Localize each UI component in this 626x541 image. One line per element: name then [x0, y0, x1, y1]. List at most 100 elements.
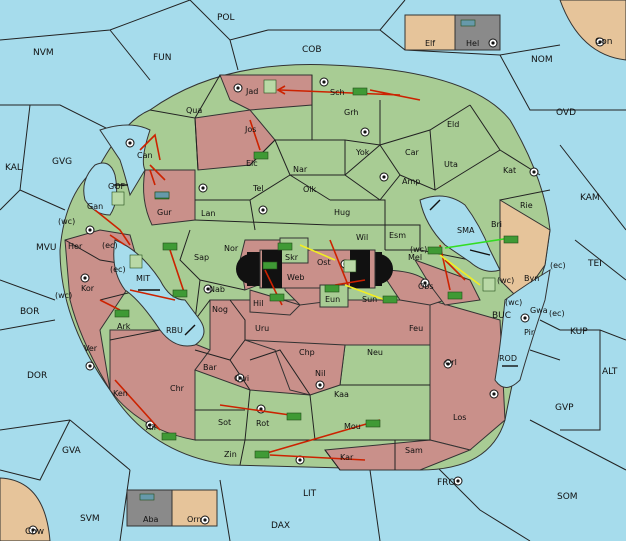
- label-amp: Amp: [402, 177, 420, 186]
- label-web: Web: [287, 273, 304, 282]
- label-mvu: MVU: [36, 243, 57, 253]
- label-sma: SMA: [457, 226, 475, 235]
- sea-buc[interactable]: [494, 269, 551, 388]
- label-ver: Ver: [84, 344, 98, 353]
- label-ken: Ken: [113, 389, 128, 398]
- label-ovd: OVD: [556, 108, 576, 118]
- label-mou: Mou: [344, 422, 361, 431]
- label-uru: Uru: [255, 324, 269, 333]
- label-eld: Eld: [447, 120, 459, 129]
- label-zin: Zin: [224, 450, 237, 459]
- label-nar: Nar: [293, 165, 308, 174]
- label-aba: Aba: [143, 515, 159, 524]
- label-hug: Hug: [334, 208, 350, 217]
- label-nor: Nor: [224, 244, 239, 253]
- label-rbu: RBU: [166, 326, 183, 335]
- label-hil: Hil: [253, 299, 263, 308]
- label-kat: Kat: [503, 166, 516, 175]
- label-byn-wc: (wc): [497, 276, 514, 285]
- label-svm: SVM: [80, 514, 100, 524]
- label-gwa: Gwa: [530, 306, 548, 315]
- label-kam: KAM: [580, 193, 600, 203]
- label-gof: GOF: [108, 182, 125, 191]
- label-ark: Ark: [117, 322, 131, 331]
- label-pol: POL: [217, 13, 235, 23]
- label-gur: Gur: [157, 208, 172, 217]
- label-nom: NOM: [531, 55, 553, 65]
- label-pir: Pir: [524, 328, 535, 337]
- label-jos: Jos: [244, 125, 256, 134]
- label-fun: FUN: [153, 53, 172, 63]
- label-jad: Jad: [245, 87, 258, 96]
- label-her: Her: [68, 242, 83, 251]
- label-her-ec: (ec): [102, 241, 118, 250]
- label-lit: LIT: [303, 489, 317, 499]
- label-bar: Bar: [203, 363, 217, 372]
- label-con: Con: [595, 37, 613, 47]
- label-rod: ROD: [499, 354, 517, 363]
- label-kar: Kar: [340, 453, 354, 462]
- label-gvg: GVG: [52, 157, 72, 167]
- label-elc: Elc: [246, 159, 258, 168]
- label-car: Car: [405, 148, 419, 157]
- region-elf[interactable]: [404, 14, 456, 51]
- label-gwa-ec: (ec): [549, 309, 565, 318]
- label-elf: Elf: [425, 39, 435, 48]
- label-kor-ec: (ec): [110, 265, 126, 274]
- label-gvp: GVP: [555, 403, 574, 413]
- label-kor: Kor: [81, 284, 95, 293]
- label-can: Can: [137, 151, 153, 160]
- label-gwa-wc: (wc): [505, 298, 522, 307]
- label-esm: Esm: [389, 231, 406, 240]
- label-kaa: Kaa: [334, 390, 349, 399]
- units: [111, 19, 519, 501]
- label-tei: TEI: [587, 259, 602, 269]
- label-nab: Nab: [209, 285, 225, 294]
- label-skr: Skr: [285, 253, 299, 262]
- label-nil: Nil: [315, 369, 325, 378]
- label-kor-wc: (wc): [55, 291, 72, 300]
- label-nvm: NVM: [33, 48, 54, 58]
- label-dor: DOR: [27, 371, 47, 381]
- label-nog: Nog: [212, 305, 228, 314]
- label-dax: DAX: [271, 521, 290, 531]
- label-lan: Lan: [201, 209, 215, 218]
- orders: [94, 85, 518, 461]
- label-mit: MIT: [136, 274, 150, 283]
- label-wil: Wil: [356, 233, 368, 242]
- label-ail: Ail: [146, 423, 156, 432]
- label-yok: Yok: [355, 148, 370, 157]
- label-mel-wc: (wc): [410, 245, 427, 254]
- province-borders: [64, 74, 551, 471]
- sea-gof[interactable]: [83, 162, 118, 216]
- label-cob: COB: [302, 45, 322, 55]
- label-kup: KUP: [570, 327, 588, 337]
- label-cow: Cow: [25, 527, 44, 537]
- label-rot: Rot: [256, 419, 269, 428]
- label-sun: Sun: [362, 295, 377, 304]
- label-olk: Olk: [303, 185, 317, 194]
- label-qwi: Qwi: [234, 374, 249, 383]
- label-som: SOM: [557, 492, 578, 502]
- label-chr: Chr: [170, 384, 185, 393]
- label-orl: Orl: [445, 358, 457, 367]
- region-labels: POL COB NVM FUN NOM OVD Con Elf Hel KAL …: [5, 13, 618, 537]
- label-orn: Orn: [187, 515, 202, 524]
- label-byn-ec: (ec): [550, 261, 566, 270]
- label-bor: BOR: [20, 307, 39, 317]
- label-ost: Ost: [317, 258, 331, 267]
- label-chp: Chp: [299, 348, 315, 357]
- label-los: Los: [453, 413, 466, 422]
- label-gva: GVA: [62, 446, 82, 456]
- label-gan-wc: (wc): [58, 217, 75, 226]
- label-obs: Obs: [418, 282, 434, 291]
- label-sch: Sch: [330, 88, 345, 97]
- label-byn: Byn: [524, 274, 539, 283]
- label-sam: Sam: [405, 446, 423, 455]
- label-sot: Sot: [218, 418, 231, 427]
- label-gan: Gan: [87, 202, 103, 211]
- sea-channel[interactable]: [99, 124, 151, 197]
- label-eun: Eun: [325, 295, 340, 304]
